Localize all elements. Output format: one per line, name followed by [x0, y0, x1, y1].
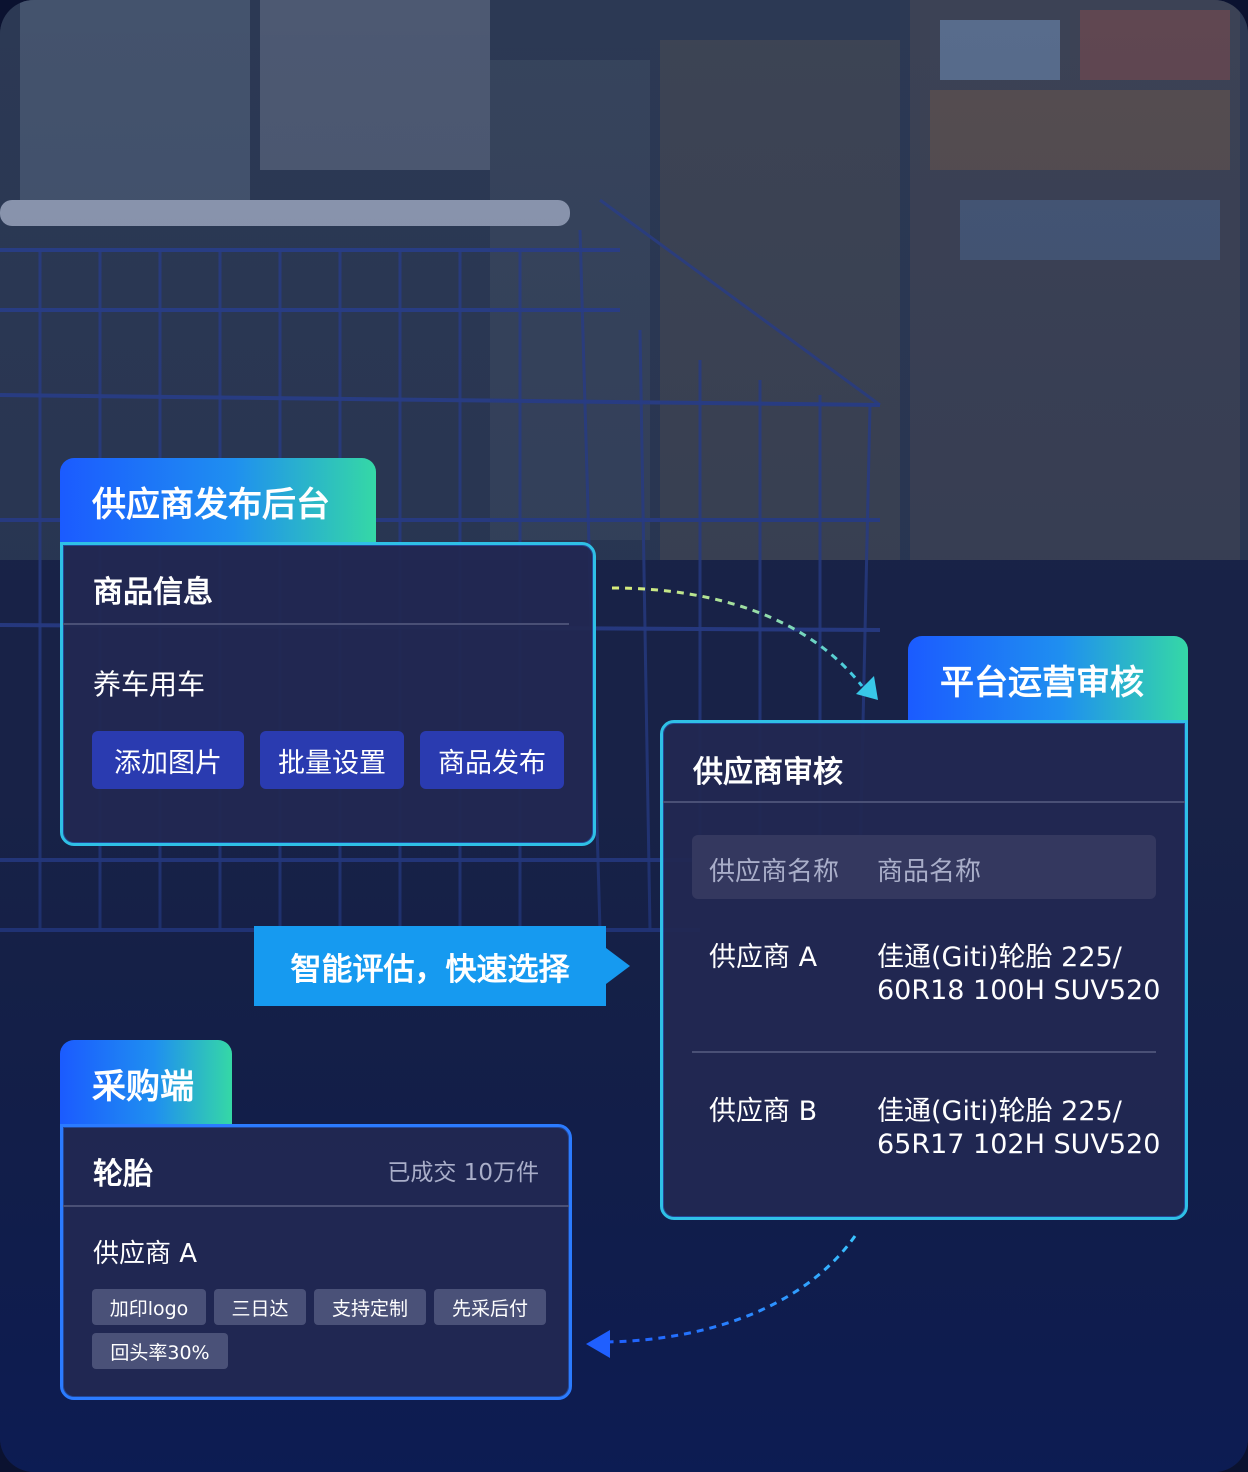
tag-three-day: 三日达: [214, 1289, 306, 1325]
arrowhead-icon: [586, 1330, 610, 1358]
row-supplier-name: 供应商 A: [709, 942, 818, 973]
supplier-review-panel: 供应商审核 供应商名称 商品名称 供应商 A 佳通(Giti)轮胎 225/ 6…: [660, 720, 1188, 1220]
category-label: 养车用车: [93, 668, 206, 701]
smart-evaluation-callout: 智能评估，快速选择: [254, 926, 606, 1006]
platform-review-tab[interactable]: 平台运营审核: [908, 636, 1188, 722]
row-product-name: 佳通(Giti)轮胎 225/: [877, 942, 1122, 973]
flow-arrow-to-buyer: [605, 1235, 857, 1344]
row-supplier-name: 供应商 B: [709, 1096, 818, 1127]
product-name: 轮胎: [93, 1157, 153, 1192]
tag-repeat-rate: 回头率30%: [92, 1333, 228, 1369]
divider: [63, 623, 569, 625]
supplier-name: 供应商 A: [93, 1239, 198, 1269]
tag-pay-later: 先采后付: [434, 1289, 546, 1325]
arrowhead-icon: [856, 676, 878, 700]
buyer-tab[interactable]: 采购端: [60, 1040, 232, 1126]
product-info-panel: 商品信息 养车用车 添加图片 批量设置 商品发布: [60, 542, 596, 846]
buyer-tab-label: 采购端: [92, 1066, 194, 1107]
callout-text: 智能评估，快速选择: [290, 951, 570, 988]
tag-logo-print: 加印logo: [92, 1289, 206, 1325]
batch-settings-button[interactable]: 批量设置: [260, 731, 404, 789]
table-header: [692, 835, 1156, 899]
row-product-name-cont: 65R17 102H SUV520: [877, 1129, 1161, 1160]
platform-review-tab-label: 平台运营审核: [940, 662, 1144, 703]
column-header-supplier: 供应商名称: [709, 857, 840, 887]
supplier-backend-tab-label: 供应商发布后台: [92, 484, 330, 525]
panel-title: 供应商审核: [693, 755, 843, 790]
divider: [663, 801, 1185, 803]
sales-count: 已成交 10万件: [387, 1160, 539, 1186]
add-image-button[interactable]: 添加图片: [92, 731, 244, 789]
row-divider: [692, 1051, 1156, 1053]
publish-product-button[interactable]: 商品发布: [420, 731, 564, 789]
panel-title: 商品信息: [93, 575, 213, 610]
supplier-backend-tab[interactable]: 供应商发布后台: [60, 458, 376, 544]
row-product-name: 佳通(Giti)轮胎 225/: [877, 1096, 1122, 1127]
tag-custom: 支持定制: [314, 1289, 426, 1325]
row-product-name-cont: 60R18 100H SUV520: [877, 975, 1161, 1006]
callout-pointer: [606, 948, 630, 984]
flow-arrow-to-review: [611, 586, 864, 687]
column-header-product: 商品名称: [877, 857, 982, 887]
buyer-product-panel: 轮胎 已成交 10万件 供应商 A 加印logo 三日达 支持定制 先采后付 回…: [60, 1124, 572, 1400]
divider: [63, 1205, 569, 1207]
